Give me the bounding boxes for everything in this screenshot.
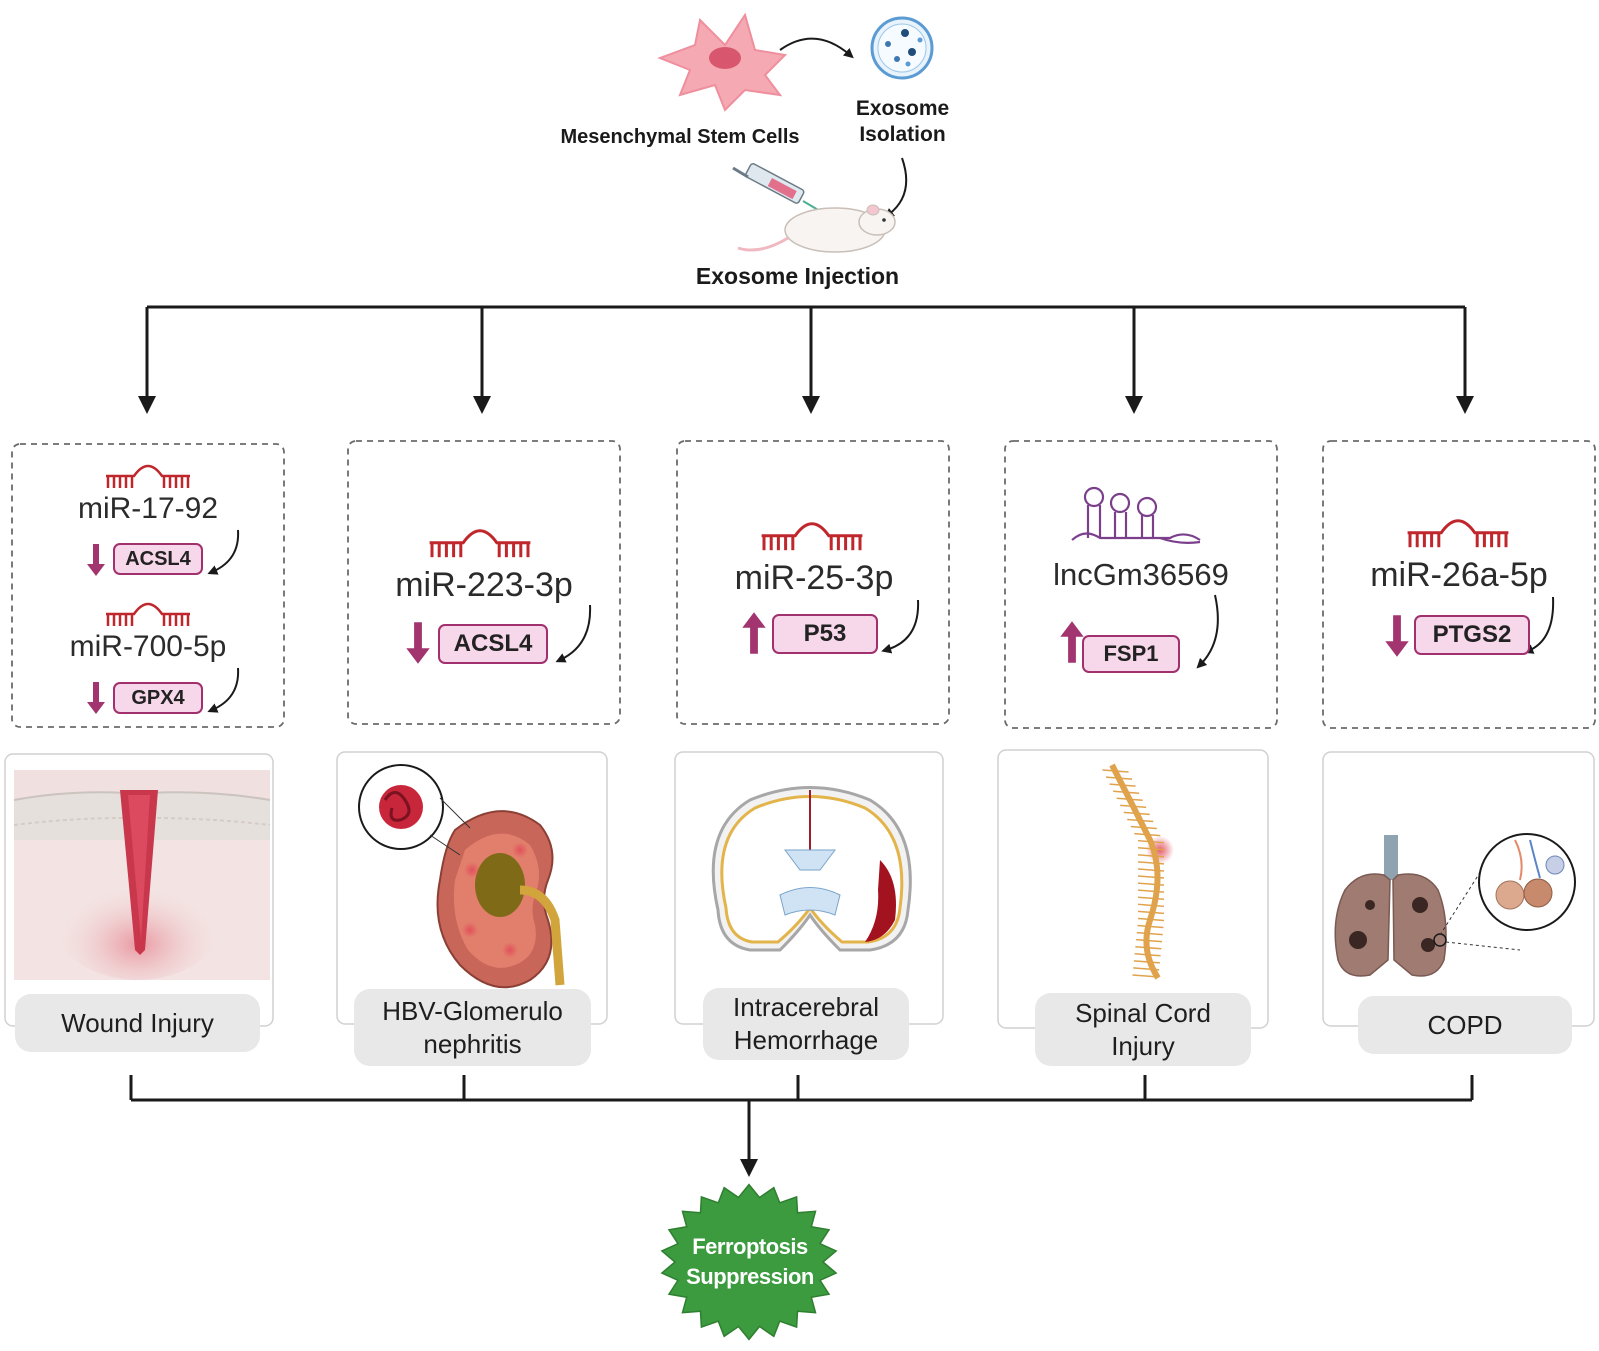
isolation-label-2: Isolation <box>859 123 946 146</box>
disease-label-hbv-glomerulonephritis: HBV-Glomerulo nephritis <box>354 989 591 1066</box>
disease-label-intracerebral-hemorrhage: Intracerebral Hemorrhage <box>703 988 909 1060</box>
disease-line: Wound Injury <box>61 1007 214 1038</box>
panel-1-direction-arrow-2 <box>87 682 105 714</box>
panel-5-gene: PTGS2 <box>1414 615 1530 655</box>
disease-line: COPD <box>1427 1009 1503 1040</box>
panel-3-mirna: miR-25-3p <box>734 559 894 597</box>
outcome-line-1: Ferroptosis <box>692 1234 808 1259</box>
panel-2-arrow <box>555 604 592 663</box>
panel-5-direction-arrow <box>1385 615 1409 657</box>
kidney-illustration <box>358 764 565 989</box>
panel-4-gene: FSP1 <box>1082 635 1180 673</box>
spinal-cord-illustration <box>1102 763 1174 980</box>
panel-1-box <box>11 443 285 728</box>
disease-line: Spinal Cord <box>1075 997 1211 1028</box>
panel-1-mirna-icon-2 <box>106 602 190 626</box>
panel-1-arrow-b <box>207 667 240 713</box>
panel-5-mirna: miR-26a-5p <box>1370 556 1548 594</box>
convergence-connector <box>129 1075 1474 1177</box>
panel-2-gene: ACSL4 <box>438 624 548 664</box>
disease-label-spinal-cord-injury: Spinal Cord Injury <box>1035 993 1251 1066</box>
panel-3-arrow <box>881 599 920 654</box>
panel-3-mirna-icon <box>761 522 863 551</box>
panel-2-direction-arrow <box>406 622 430 664</box>
panel-5-mirna-icon <box>1407 519 1509 548</box>
disease-line: Hemorrhage <box>733 1025 879 1055</box>
msc-to-isolation-arrow <box>779 37 854 59</box>
disease-line: Injury <box>1111 1030 1175 1061</box>
syringe-icon <box>732 163 826 215</box>
panel-2-box <box>347 440 621 725</box>
panel-2-mirna-icon <box>429 529 531 558</box>
brain-section-illustration <box>711 786 912 952</box>
panel-3-gene: P53 <box>772 614 878 654</box>
outcome-label: Ferroptosis Suppression <box>650 1232 850 1292</box>
panel-1-mirna-1: miR-17-92 <box>77 492 219 525</box>
exosome-dish-icon <box>870 16 934 80</box>
panel-1-mirna-icon-1 <box>106 464 190 488</box>
lncrna-structure-icon <box>1071 486 1201 544</box>
panel-3-direction-arrow <box>742 612 766 654</box>
ferroptosis-starburst-icon <box>660 1183 838 1341</box>
msc-label: Mesenchymal Stem Cells <box>560 126 800 148</box>
outcome-line-2: Suppression <box>686 1264 814 1289</box>
wound-skin-illustration <box>13 770 271 980</box>
panel-1-arrow-a <box>207 529 240 575</box>
panel-4-arrow <box>1196 594 1219 669</box>
disease-line: HBV-Glomerulo <box>382 995 563 1026</box>
panel-4-direction-arrow <box>1060 621 1084 663</box>
disease-label-wound-injury: Wound Injury <box>15 994 260 1052</box>
disease-label-copd: COPD <box>1358 996 1572 1054</box>
panel-1-gene-1: ACSL4 <box>113 543 203 575</box>
injection-label: Exosome Injection <box>695 263 900 289</box>
panel-2-mirna: miR-223-3p <box>395 566 573 604</box>
isolation-label-1: Exosome <box>855 97 950 120</box>
lungs-illustration <box>1334 833 1576 977</box>
panel-1-gene-2: GPX4 <box>113 682 203 714</box>
distribution-connector <box>138 305 1474 414</box>
mouse-icon <box>737 204 896 253</box>
disease-line: Intracerebral <box>733 992 879 1022</box>
panel-4-image-card <box>997 749 1269 1029</box>
isolation-to-injection-arrow <box>883 157 908 218</box>
panel-1-direction-arrow-1 <box>87 544 105 576</box>
panel-5-arrow <box>1523 596 1555 654</box>
disease-line: nephritis <box>423 1028 522 1059</box>
panel-4-lncrna: lncGm36569 <box>1053 557 1229 592</box>
mesenchymal-stem-cell-icon <box>657 12 788 112</box>
panel-3-box <box>676 440 950 725</box>
panel-1-mirna-2: miR-700-5p <box>69 630 227 663</box>
